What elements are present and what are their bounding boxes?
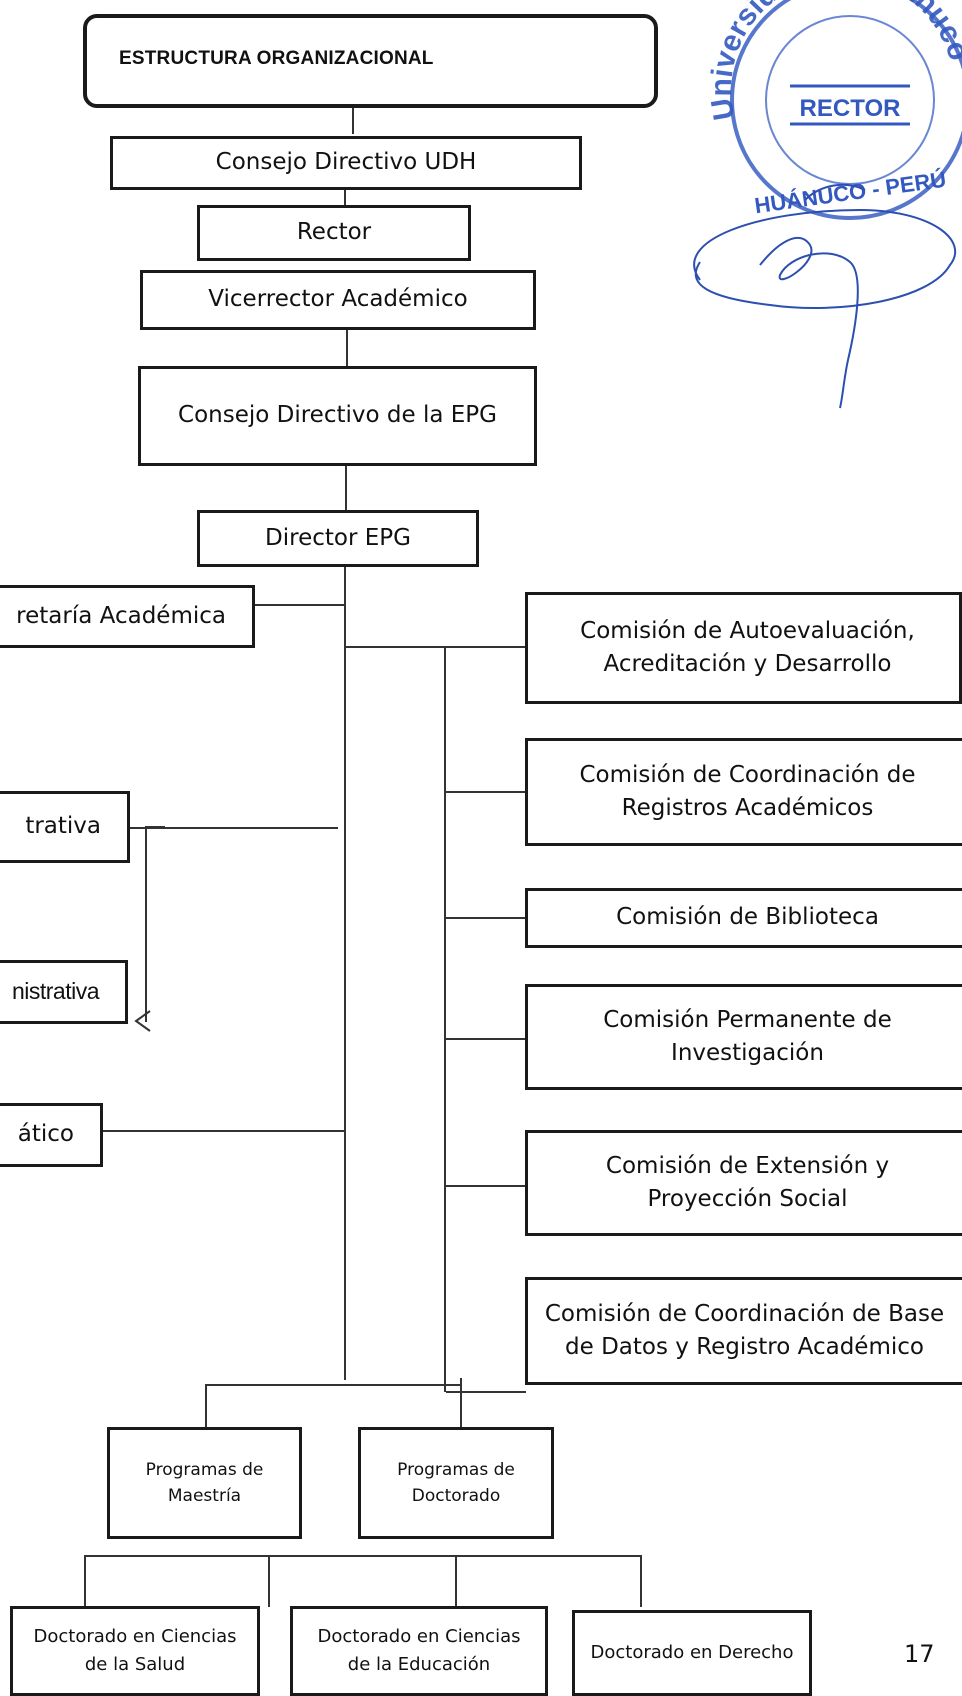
connector-admin-bracket-v [145,826,147,1022]
connector-comision-2 [446,791,526,793]
connector-vicerrector-consejo [346,328,348,368]
connector-consejo-director [345,464,347,510]
node-comision-extension-label: Comisión de Extensión y Proyección Socia… [605,1152,890,1212]
node-comision-biblioteca: Comisión de Biblioteca [525,888,962,948]
node-rector: Rector [197,205,471,261]
node-director-epg-label: Director EPG [265,524,411,551]
connector-doc-educacion [455,1555,457,1607]
node-programas-doctorado-label: Programas de Doctorado [397,1459,515,1506]
node-comision-base-datos-label: Comisión de Coordinación de Base de Dato… [544,1300,945,1360]
node-consejo-epg: Consejo Directivo de la EPG [138,366,537,466]
doctorados-bus-horizontal [84,1555,642,1557]
connector-informatico [101,1130,344,1132]
connector-doc-mid [268,1555,270,1607]
node-comision-investigacion: Comisión Permanente de Investigación [525,984,962,1090]
chart-title-box: ESTRUCTURA ORGANIZACIONAL [83,14,658,108]
node-secretaria-academica: retaría Académica [0,585,255,648]
node-comision-autoevaluacion: Comisión de Autoevaluación, Acreditación… [525,592,962,704]
node-informatico-label: ático [17,1121,74,1148]
connector-main-spine-top [344,188,346,212]
node-comision-registros: Comisión de Coordinación de Registros Ac… [525,738,962,846]
connector-doctorado [460,1378,462,1428]
node-programas-maestria: Programas de Maestría [107,1427,302,1539]
connector-administrativa [128,827,338,829]
node-doctorado-educacion: Doctorado en Ciencias de la Educación [290,1606,548,1696]
programas-bus-horizontal [205,1384,462,1386]
connector-maestria [205,1384,207,1428]
node-comision-extension: Comisión de Extensión y Proyección Socia… [525,1130,962,1236]
comisiones-vertical-bus [444,646,446,1392]
node-administrativa-label: trativa [25,813,101,840]
node-unidad-administrativa: trativa [0,791,130,863]
node-doctorado-derecho-label: Doctorado en Derecho [590,1642,794,1664]
connector-doc-salud [84,1555,86,1607]
connector-secretaria [253,604,344,606]
arrow-head-icon [134,1010,151,1032]
node-vicerrector-label: Vicerrector Académico [208,286,468,313]
node-administrativa-2-label: nistrativa [11,978,100,1005]
node-comision-registros-label: Comisión de Coordinación de Registros Ac… [579,761,916,821]
node-comision-autoevaluacion-label: Comisión de Autoevaluación, Acreditación… [580,617,915,677]
page-number: 17 [904,1640,935,1668]
connector-title-consejo [352,106,354,134]
connector-to-comisiones [346,646,526,648]
node-consejo-epg-label: Consejo Directivo de la EPG [178,402,497,429]
connector-admin-bracket-top [145,826,165,828]
node-secretaria-label: retaría Académica [16,602,226,629]
node-doctorado-educacion-label: Doctorado en Ciencias de la Educación [317,1626,521,1675]
svg-text:RECTOR: RECTOR [800,95,901,122]
node-comision-biblioteca-label: Comisión de Biblioteca [616,904,879,931]
node-doctorado-salud-label: Doctorado en Ciencias de la Salud [33,1626,237,1675]
connector-doc-derecho [640,1555,642,1607]
connector-comision-4 [446,1038,526,1040]
node-vicerrector: Vicerrector Académico [140,270,536,330]
node-programas-maestria-label: Programas de Maestría [145,1459,264,1506]
node-programas-doctorado: Programas de Doctorado [358,1427,554,1539]
node-consejo-directivo-udh-label: Consejo Directivo UDH [215,149,477,176]
connector-comision-3 [446,917,526,919]
node-comision-base-datos: Comisión de Coordinación de Base de Dato… [525,1277,962,1385]
rector-seal-stamp: Universidad de Huánuco RECTOR HUÁNUCO - … [693,0,962,409]
connector-comision-5 [446,1185,526,1187]
node-consejo-directivo-udh: Consejo Directivo UDH [110,136,582,190]
node-doctorado-salud: Doctorado en Ciencias de la Salud [10,1606,260,1696]
node-doctorado-derecho: Doctorado en Derecho [572,1610,812,1696]
node-director-epg: Director EPG [197,510,479,567]
connector-comision-6 [446,1391,526,1393]
node-rector-label: Rector [296,219,372,246]
chart-title: ESTRUCTURA ORGANIZACIONAL [119,48,434,69]
node-comision-investigacion-label: Comisión Permanente de Investigación [603,1006,892,1066]
node-unidad-administrativa-2: nistrativa [0,960,128,1024]
node-unidad-informatica: ático [0,1103,103,1167]
main-vertical-spine [344,565,346,1380]
